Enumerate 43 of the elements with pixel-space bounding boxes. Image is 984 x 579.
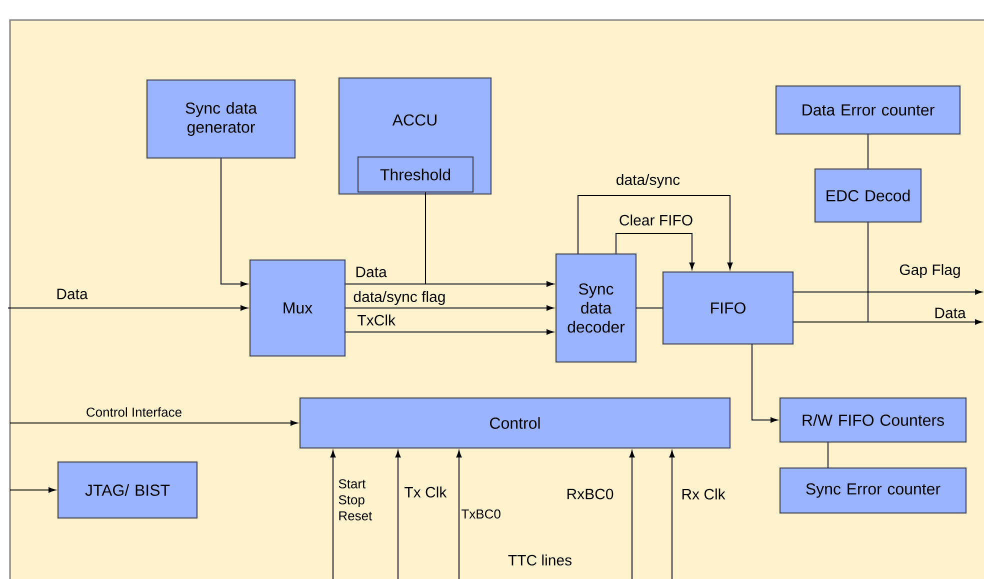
arrow xyxy=(578,195,733,270)
arrow xyxy=(793,289,982,295)
block-box: Sync data generator xyxy=(146,80,296,158)
block-box: Mux xyxy=(250,260,346,356)
arrow xyxy=(345,305,554,311)
block-box: Threshold xyxy=(358,156,474,192)
arrow xyxy=(220,158,248,287)
block-box: Control xyxy=(300,398,730,448)
edge-label: Data xyxy=(55,288,89,300)
block-box: Sync Error counter xyxy=(780,468,966,514)
block-box: R/W FIFO Counters xyxy=(780,398,966,442)
edge-label: Start Stop Reset xyxy=(337,478,382,522)
arrow xyxy=(752,344,778,423)
block-box: EDC Decod xyxy=(814,168,922,222)
arrow xyxy=(395,450,401,579)
edge-label: Control Interface xyxy=(84,406,184,418)
block-box: Data Error counter xyxy=(776,86,960,134)
edge-label: data/sync flag xyxy=(352,290,447,306)
block-box: FIFO xyxy=(662,272,794,344)
edge-label: Data xyxy=(933,306,967,320)
signal-group-label: TTC lines xyxy=(508,554,572,566)
arrow xyxy=(456,450,462,579)
arrow xyxy=(345,329,554,335)
arrow xyxy=(10,487,56,493)
edge-label: Clear FIFO xyxy=(618,214,694,227)
edge-label: Data xyxy=(354,266,388,278)
edge-label: data/sync xyxy=(614,173,682,189)
arrow xyxy=(616,233,695,270)
edge-label: Rx Clk xyxy=(680,488,726,501)
edge-label: TxClk xyxy=(356,314,397,327)
connector-line xyxy=(793,222,868,322)
edge-label: Tx Clk xyxy=(403,486,448,499)
edge-label: Gap Flag xyxy=(898,263,962,279)
arrow xyxy=(669,450,675,579)
block-box: JTAG/ BIST xyxy=(58,462,198,518)
edge-label: TxBC0 xyxy=(460,508,502,520)
block-box: Sync data decoder xyxy=(556,254,636,362)
arrow xyxy=(425,192,554,287)
arrow xyxy=(8,305,248,311)
arrow xyxy=(330,450,336,579)
arrow xyxy=(10,420,298,426)
arrow xyxy=(629,450,635,579)
edge-label: RxBC0 xyxy=(565,488,615,500)
